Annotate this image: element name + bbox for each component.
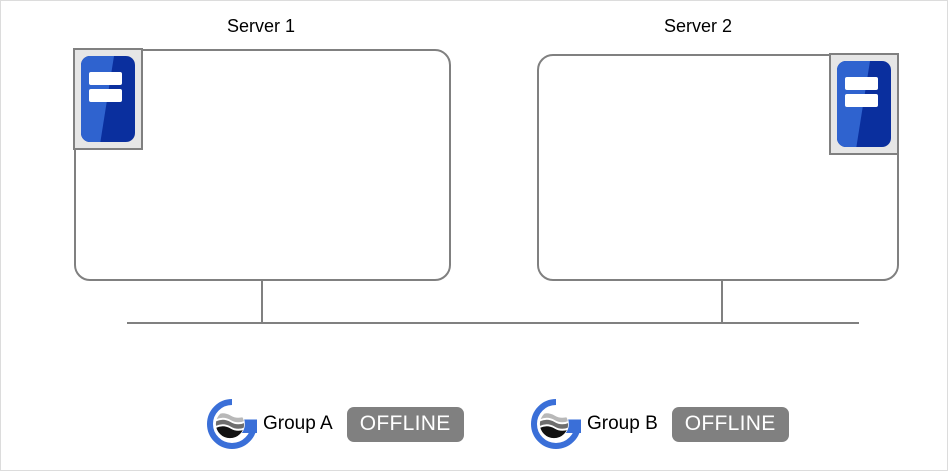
server-chassis-slot-1 — [88, 72, 123, 86]
globe-g-logo-icon — [207, 399, 257, 449]
server-1-chassis-icon — [73, 48, 143, 150]
globe-g-logo-icon — [531, 399, 581, 449]
server-2-title: Server 2 — [663, 16, 733, 36]
server-1-title: Server 1 — [226, 16, 296, 36]
server-chassis-slot-2 — [88, 88, 123, 102]
group-a-status-row: Group A OFFLINE — [207, 399, 464, 449]
group-a-label: Group A — [263, 413, 333, 434]
group-b-label: Group B — [587, 413, 658, 434]
server-chassis-body — [81, 56, 135, 142]
group-b-status-badge[interactable]: OFFLINE — [671, 406, 789, 442]
server-2-chassis-icon — [829, 53, 899, 155]
server-chassis-slot-2 — [844, 93, 879, 107]
server-chassis-slot-1 — [844, 77, 879, 91]
server-2-network-link — [721, 281, 723, 323]
group-a-status-badge[interactable]: OFFLINE — [346, 406, 464, 442]
group-b-status-row: Group B OFFLINE — [531, 399, 789, 449]
server-chassis-body — [837, 61, 891, 147]
server-1-network-link — [261, 281, 263, 323]
network-bus-line — [127, 322, 859, 324]
